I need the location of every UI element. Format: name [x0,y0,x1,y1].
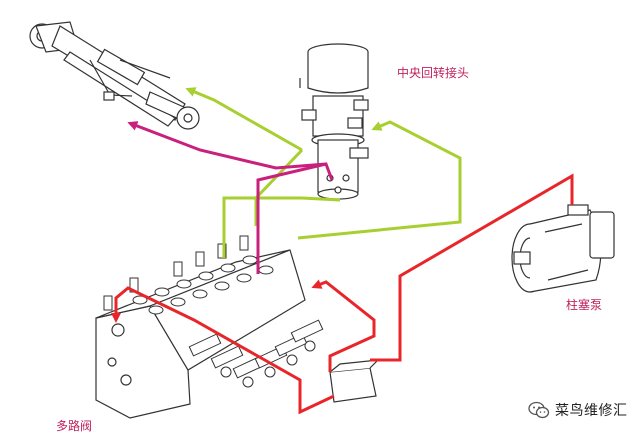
control-block [329,359,380,403]
multiway-valve-label: 多路阀 [56,419,93,433]
hydraulic-cylinder [29,21,200,130]
return-line-b [127,121,334,274]
watermark: 菜鸟维修汇 [528,400,628,420]
swivel-joint-label: 中央回转接头 [397,66,470,80]
wechat-icon [528,401,550,419]
watermark-text: 菜鸟维修汇 [555,403,628,419]
piston-pump [511,204,615,293]
multiway-valve [95,235,324,419]
piston-pump-label: 柱塞泵 [566,298,603,312]
central-swivel-joint [299,43,369,200]
supply-line [111,173,574,415]
